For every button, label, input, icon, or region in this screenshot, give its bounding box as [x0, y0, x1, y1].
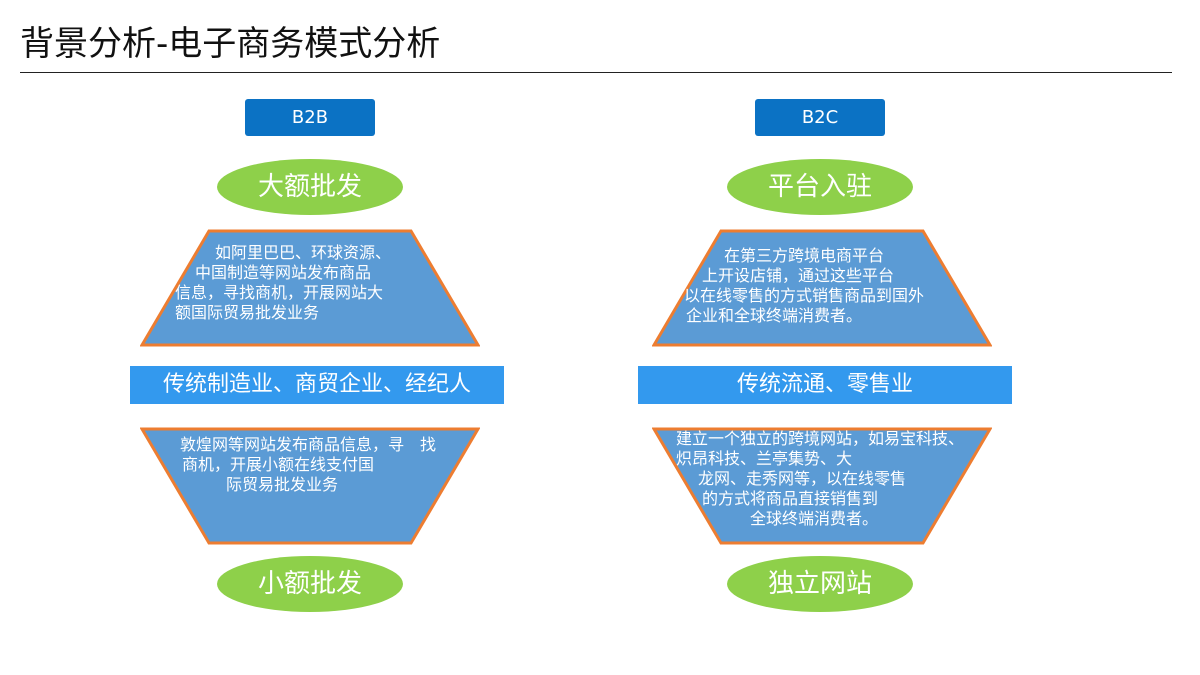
text-line: 企业和全球终端消费者。	[686, 306, 863, 325]
text-line: 敦煌网等网站发布商品信息，寻 找	[180, 435, 437, 454]
b2b-top-description: 如阿里巴巴、环球资源、 中国制造等网站发布商品 信息，寻找商机，开展网站大 额国…	[175, 243, 455, 323]
b2b-top-trapezoid	[140, 229, 480, 347]
text-line: 以在线零售的方式销售商品到国外	[684, 286, 925, 305]
text-line: 在第三方跨境电商平台	[724, 246, 885, 265]
b2b-bottom-trapezoid	[140, 427, 480, 545]
b2b-industry-band: 传统制造业、商贸企业、经纪人	[130, 366, 504, 404]
text-line: 中国制造等网站发布商品	[195, 263, 372, 282]
text-line: 的方式将商品直接销售到	[702, 489, 879, 508]
text-line: 际贸易批发业务	[226, 475, 339, 494]
b2c-tag: B2C	[755, 99, 885, 136]
b2b-bottom-oval: 小额批发	[217, 556, 403, 612]
b2c-top-oval: 平台入驻	[727, 159, 913, 215]
text-line: 额国际贸易批发业务	[175, 303, 320, 322]
page-title: 背景分析-电子商务模式分析	[20, 24, 441, 64]
b2b-bottom-description: 敦煌网等网站发布商品信息，寻 找 商机，开展小额在线支付国 际贸易批发业务	[180, 435, 470, 495]
b2b-top-oval: 大额批发	[217, 159, 403, 215]
text-line: 如阿里巴巴、环球资源、	[215, 243, 392, 262]
text-line: 龙网、走秀网等，以在线零售	[698, 469, 907, 488]
text-line: 全球终端消费者。	[750, 509, 879, 528]
text-line: 炽昂科技、兰亭集势、大	[676, 449, 853, 468]
b2c-bottom-oval: 独立网站	[727, 556, 913, 612]
text-line: 建立一个独立的跨境网站，如易宝科技、	[676, 429, 965, 448]
text-line: 上开设店铺，通过这些平台	[702, 266, 895, 285]
b2b-tag: B2B	[245, 99, 375, 136]
b2c-industry-band: 传统流通、零售业	[638, 366, 1012, 404]
b2c-top-description: 在第三方跨境电商平台 上开设店铺，通过这些平台 以在线零售的方式销售商品到国外 …	[684, 246, 974, 326]
text-line: 信息，寻找商机，开展网站大	[175, 283, 384, 302]
b2c-top-trapezoid	[652, 229, 992, 347]
b2c-bottom-description: 建立一个独立的跨境网站，如易宝科技、 炽昂科技、兰亭集势、大 龙网、走秀网等，以…	[676, 429, 986, 529]
b2c-bottom-trapezoid	[652, 427, 992, 545]
title-divider	[20, 72, 1172, 73]
text-line: 商机，开展小额在线支付国	[182, 455, 375, 474]
